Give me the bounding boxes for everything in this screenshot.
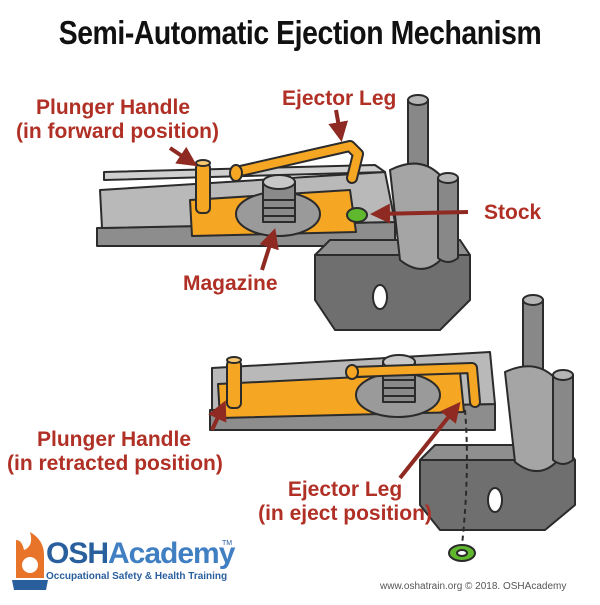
logo-academy: Academy <box>108 537 235 570</box>
top-plunger-handle <box>195 162 211 214</box>
label-ejector-leg-top: Ejector Leg <box>282 87 397 110</box>
arrow-ejector-top <box>328 109 349 142</box>
arrow-stock <box>370 203 469 224</box>
label-plunger-retracted-line2: (in retracted position) <box>7 452 223 475</box>
credit-line: www.oshatrain.org © 2018. OSHAcademy <box>380 581 567 592</box>
label-plunger-retracted: Plunger Handle (in retracted position) <box>7 428 223 476</box>
label-magazine: Magazine <box>183 272 278 295</box>
bottom-plunger-handle <box>226 359 242 409</box>
arrow-ejector-eject <box>398 401 461 480</box>
oshacademy-logo-icon <box>12 532 48 590</box>
label-ejector-leg-eject-line1: Ejector Leg <box>287 478 403 501</box>
label-plunger-retracted-line1: Plunger Handle <box>37 428 192 451</box>
top-stock-disc <box>346 207 368 223</box>
oshacademy-logo-text: OSHAcademy <box>46 537 235 571</box>
label-plunger-forward-line2: (in forward position) <box>16 120 219 143</box>
logo-osha: OSH <box>46 537 109 570</box>
label-plunger-forward-line1: Plunger Handle <box>36 96 191 119</box>
page-title: Semi-Automatic Ejection Mechanism <box>58 14 542 51</box>
logo-tagline: Occupational Safety & Health Training <box>46 571 228 582</box>
label-ejector-leg-eject-line2: (in eject position) <box>258 502 432 525</box>
label-arrows <box>168 109 469 480</box>
top-mechanism <box>96 94 471 331</box>
arrow-magazine <box>259 228 279 271</box>
arrow-plunger-retracted <box>208 400 227 431</box>
trademark: TM <box>222 540 233 547</box>
top-vertical-post-2 <box>437 177 459 263</box>
label-plunger-forward: Plunger Handle (in forward position) <box>16 96 219 144</box>
label-stock: Stock <box>484 201 542 224</box>
eject-path-dotted <box>461 409 468 546</box>
bottom-vertical-post-2 <box>552 374 574 465</box>
label-ejector-leg-eject: Ejector Leg (in eject position) <box>255 478 435 526</box>
top-stock-block <box>314 254 471 331</box>
bottom-mechanism <box>209 294 576 562</box>
arrow-plunger-forward <box>168 146 198 167</box>
